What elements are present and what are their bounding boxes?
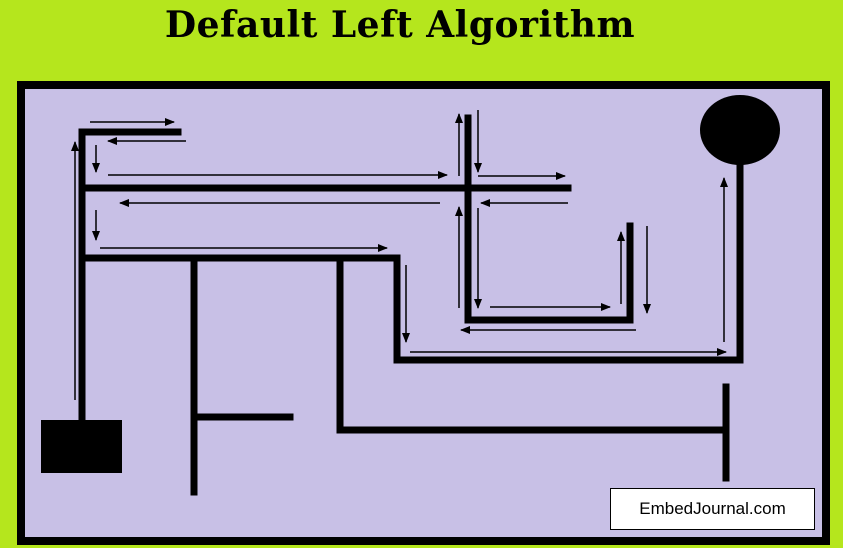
vertical-crossing bbox=[464, 114, 634, 324]
start-block bbox=[41, 420, 122, 473]
lower-branch bbox=[336, 254, 730, 434]
maze-paths bbox=[78, 114, 744, 496]
start-trunk bbox=[78, 128, 182, 424]
goal-circle bbox=[700, 95, 780, 165]
traversal-arrows bbox=[71, 110, 728, 400]
diagram-title: Default Left Algorithm bbox=[164, 4, 636, 46]
credit-label: EmbedJournal.com bbox=[610, 488, 815, 530]
maze-board bbox=[17, 81, 830, 545]
main-corridor bbox=[78, 161, 744, 364]
